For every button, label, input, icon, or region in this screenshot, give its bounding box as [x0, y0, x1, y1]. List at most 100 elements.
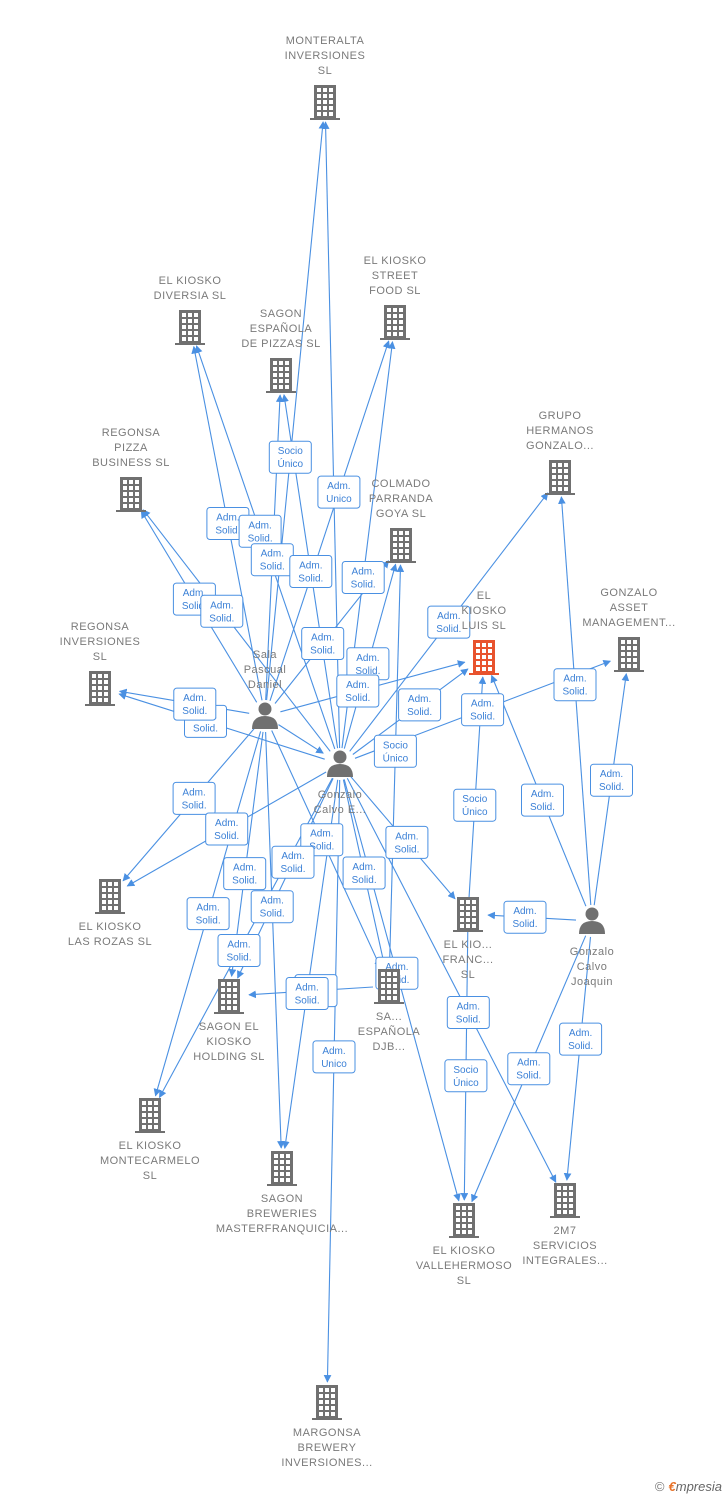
node-label: DE PIZZAS SL	[241, 338, 320, 350]
edge-label[interactable]: Adm.Solid.	[553, 668, 597, 702]
edge-label[interactable]: Adm.Solid.	[289, 555, 333, 588]
building-window	[393, 537, 397, 541]
edge-label[interactable]: Adm.Solid.	[427, 605, 471, 639]
edge-label[interactable]: Adm. Solid.	[301, 627, 345, 660]
building-window	[102, 906, 106, 910]
edge-label[interactable]: Adm.Solid.	[172, 781, 216, 815]
edge-label[interactable]: Adm.Solid.	[206, 507, 250, 540]
building-window	[564, 469, 568, 473]
building-window	[482, 667, 486, 671]
edge-label[interactable]: Adm.Solid.	[238, 514, 282, 548]
node-label: HOLDING SL	[193, 1051, 265, 1063]
node-sagon_breweries[interactable]: SAGONBREWERIESMASTERFRANQUICIA...	[216, 1151, 348, 1235]
edge-label-text: Adm.	[322, 1046, 345, 1057]
edge-label[interactable]: Adm.Unico	[312, 1040, 356, 1074]
edge-label-text: Solid.	[456, 1015, 481, 1026]
building-window	[552, 475, 556, 479]
empresia-brand[interactable]: ©€mpresia	[655, 1479, 722, 1494]
edge-label[interactable]: Adm.Solid.	[217, 934, 261, 967]
building-window	[633, 664, 637, 668]
edge-label-text: Solid.	[310, 646, 335, 657]
building-window	[633, 652, 637, 656]
building-window	[98, 698, 102, 702]
edge-gonzalo_joaquin-to-2m7	[563, 936, 592, 1181]
person-body	[327, 764, 353, 777]
node-label: STREET	[372, 270, 418, 282]
edge-label-text: Adm.	[216, 513, 239, 524]
node-gonzalo_asset[interactable]: GONZALOASSETMANAGEMENT...	[582, 587, 675, 672]
edge-label-text: Solid.	[260, 909, 285, 920]
edge-label[interactable]: Adm.Solid.	[461, 693, 505, 727]
building-window	[466, 924, 470, 928]
edge-label[interactable]: Adm.Solid.	[341, 561, 385, 594]
node-label: Gonzalo	[570, 946, 614, 958]
node-kiosko_franc[interactable]: EL KIO...FRANC...SL	[442, 897, 493, 981]
edge-label[interactable]: Adm.Solid.	[507, 1052, 551, 1086]
building-window	[188, 313, 192, 317]
edge-label[interactable]: Adm.Solid.	[205, 812, 249, 846]
building-window	[564, 475, 568, 479]
edge-label[interactable]: Adm.Solid.	[200, 594, 244, 628]
building-window	[323, 106, 327, 110]
edge-label[interactable]: Adm.Solid.	[271, 845, 315, 879]
node-sagon_djb[interactable]: SA...ESPAÑOLADJB...	[358, 969, 421, 1053]
edge-label[interactable]: Adm.Solid.	[186, 897, 230, 931]
node-grupo_hermanos[interactable]: GRUPOHERMANOSGONZALO...	[526, 410, 594, 495]
edge-label[interactable]: Adm.Solid.	[385, 825, 429, 859]
building-window	[227, 1006, 231, 1010]
building-window	[319, 1412, 323, 1416]
building-window	[399, 555, 403, 559]
edge-label[interactable]: Adm.Solid.	[521, 783, 564, 817]
edge-label-box	[172, 781, 216, 815]
building-window	[129, 504, 133, 508]
edge-label[interactable]: Adm.Solid.	[336, 674, 380, 708]
edge-label[interactable]: Adm.Unico	[317, 475, 361, 509]
edge-label-box	[250, 890, 294, 924]
edge-label[interactable]: Adm.Solid.	[285, 977, 329, 1010]
building-window	[462, 1230, 466, 1234]
edge-label[interactable]: Adm.Solid.	[173, 687, 217, 721]
node-label: EL KIOSKO	[79, 921, 142, 933]
node-margonsa[interactable]: MARGONSABREWERYINVERSIONES...	[281, 1385, 372, 1469]
node-label: EL KIOSKO	[364, 255, 427, 267]
building-window	[279, 379, 283, 383]
edge-label-box	[444, 1059, 488, 1093]
edge-label-text: Adm.	[183, 588, 206, 599]
node-2m7[interactable]: 2M7SERVICIOSINTEGRALES...	[522, 1183, 607, 1267]
edge-label-text: Adm.	[311, 633, 334, 644]
edge-label[interactable]: Adm.Solid.	[250, 543, 294, 577]
edge-label[interactable]: Adm.Solid.	[559, 1022, 603, 1056]
building-window	[387, 990, 391, 994]
edge-label[interactable]: Adm.Solid.	[398, 688, 442, 722]
edge-label[interactable]: Adm.Solid.	[223, 857, 267, 891]
edge-label[interactable]: Adm.Solid.	[446, 996, 490, 1029]
edge-label-text: Solid.	[193, 723, 218, 734]
edge-label-text: Adm.	[352, 862, 375, 873]
edge-label[interactable]: Adm.Solid.	[342, 856, 386, 890]
building-window	[393, 978, 397, 982]
edge-label[interactable]: Adm.Solid.	[590, 763, 633, 797]
edge-label[interactable]: Adm.Solid.	[250, 890, 294, 924]
edge-label[interactable]: Adm.Solid.	[503, 900, 547, 934]
edge-label-text: Adm.	[295, 983, 318, 994]
